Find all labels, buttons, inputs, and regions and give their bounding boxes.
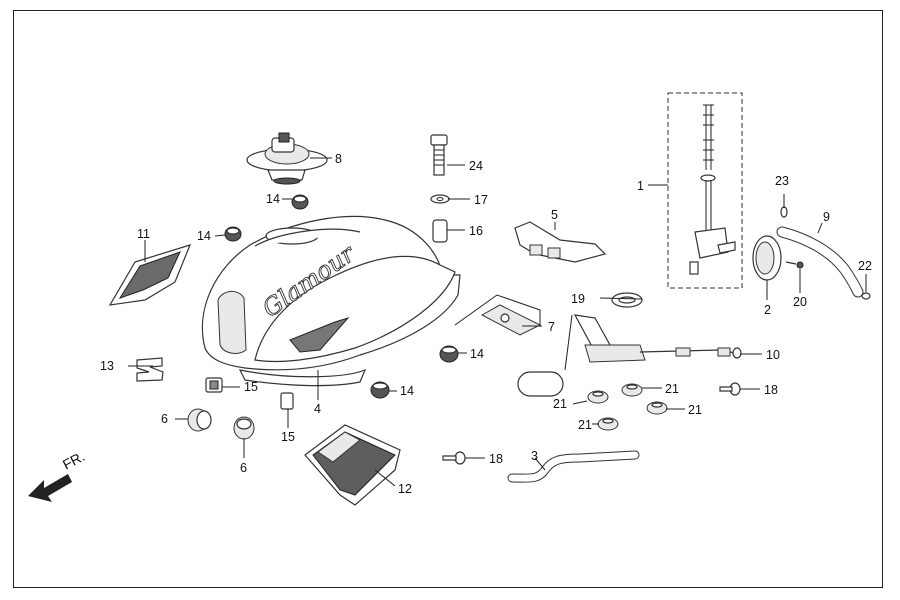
grommet-14-b [224, 226, 242, 242]
callout-14-a: 14 [266, 192, 280, 206]
nut-21-d [597, 417, 619, 431]
callout-13: 13 [100, 359, 114, 373]
clip-nut-15-b [280, 392, 294, 410]
callout-9: 9 [823, 210, 830, 224]
callout-16: 16 [469, 224, 483, 238]
callout-14-b: 14 [197, 229, 211, 243]
grommet-14-d [370, 381, 390, 399]
callout-7: 7 [548, 320, 555, 334]
front-direction-label: FR. [60, 448, 87, 473]
clip-nut-15-a [205, 377, 223, 393]
clip-13 [136, 357, 164, 382]
fuel-filter-2 [752, 235, 782, 281]
callout-21-d: 21 [578, 418, 592, 432]
side-cover-12 [304, 424, 401, 506]
callout-labels: 1 2 3 4 5 6 6 7 8 9 10 11 12 13 14 14 14… [100, 152, 872, 496]
grommet-14-a [291, 194, 309, 210]
callout-14-c: 14 [470, 347, 484, 361]
callout-11: 11 [137, 227, 150, 241]
fuel-cap [246, 132, 328, 185]
callout-17: 17 [474, 193, 488, 207]
callout-20: 20 [793, 295, 807, 309]
callout-23: 23 [775, 174, 789, 188]
callout-5: 5 [551, 208, 558, 222]
callout-18-b: 18 [489, 452, 503, 466]
side-cover-11 [108, 244, 192, 306]
callout-6-a: 6 [161, 412, 168, 426]
callout-6-b: 6 [240, 461, 247, 475]
callout-21-a: 21 [665, 382, 679, 396]
fuel-tank: Glamour [201, 215, 461, 387]
callout-14-d: 14 [400, 384, 414, 398]
bracket-5 [514, 221, 607, 263]
callout-4: 4 [314, 402, 321, 416]
grommet-14-c [439, 345, 459, 363]
clamp-22 [861, 292, 871, 300]
callout-15-b: 15 [281, 430, 295, 444]
leader-lines [128, 157, 867, 487]
nut-21-c [646, 401, 668, 415]
callout-10: 10 [766, 348, 780, 362]
clamp-23 [780, 206, 788, 218]
front-direction-arrow [28, 474, 72, 502]
callout-15-a: 15 [244, 380, 258, 394]
callout-21-c: 21 [688, 403, 702, 417]
callout-3: 3 [531, 449, 538, 463]
gasket-19 [611, 292, 643, 308]
hose-9 [776, 226, 864, 298]
bolt-24 [430, 134, 448, 176]
screw-18-b [442, 451, 466, 465]
callout-8: 8 [335, 152, 342, 166]
callout-24: 24 [469, 159, 483, 173]
fuel-sender-10 [517, 314, 742, 397]
drawing-border [13, 10, 883, 588]
collar-6-b [233, 416, 255, 440]
callout-2: 2 [764, 303, 771, 317]
screw-20 [785, 261, 804, 269]
nut-21-b [587, 390, 609, 404]
collar-6-a [187, 408, 212, 432]
washer-17 [430, 194, 450, 204]
bracket-7 [480, 304, 542, 336]
spacer-16 [432, 219, 448, 243]
callout-1: 1 [637, 179, 644, 193]
callout-21-b: 21 [553, 397, 567, 411]
fuel-cock-1 [667, 92, 743, 289]
callout-12: 12 [398, 482, 412, 496]
screw-18-a [719, 382, 741, 396]
callout-18-a: 18 [764, 383, 778, 397]
callout-19: 19 [571, 292, 585, 306]
callout-22: 22 [858, 259, 872, 273]
nut-21-a [621, 383, 643, 397]
